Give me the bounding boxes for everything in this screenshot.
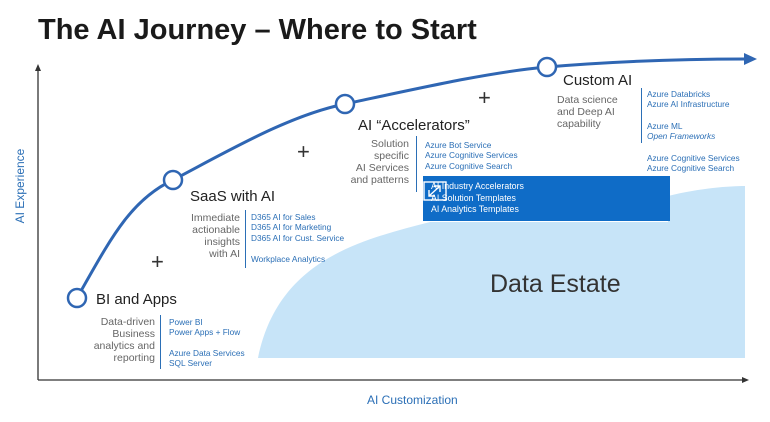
services-accelerators: Azure Bot Service Azure Cognitive Servic… bbox=[425, 140, 518, 171]
stage-title-custom: Custom AI bbox=[563, 72, 633, 89]
services-custom-infra: Azure Databricks Azure AI Infrastructure bbox=[647, 89, 730, 110]
separator-custom bbox=[641, 88, 642, 143]
services-custom-cognitive: Azure Cognitive Services Azure Cognitive… bbox=[647, 153, 740, 174]
stage-desc-accelerators: Solution specific AI Services and patter… bbox=[350, 138, 409, 186]
separator-accelerators bbox=[416, 136, 417, 192]
y-axis-arrowhead bbox=[35, 64, 41, 71]
separator-saas bbox=[245, 210, 246, 268]
plus-sign-3: + bbox=[478, 85, 491, 110]
stage-title-bi: BI and Apps bbox=[96, 291, 177, 308]
expand-icon bbox=[423, 181, 447, 201]
stage-title-saas: SaaS with AI bbox=[190, 188, 276, 205]
stage-marker-custom bbox=[536, 56, 558, 78]
x-axis-label: AI Customization bbox=[367, 393, 458, 407]
stage-marker-accel bbox=[334, 93, 356, 115]
journey-curve-arrowhead bbox=[744, 53, 757, 65]
services-saas-d365: D365 AI for Sales D365 AI for Marketing … bbox=[251, 212, 345, 243]
data-estate-label: Data Estate bbox=[490, 270, 621, 298]
accelerators-box: AI Industry Accelerators AI Solution Tem… bbox=[423, 176, 670, 221]
stage-marker-saas bbox=[162, 169, 184, 191]
services-custom-ml: Azure ML bbox=[647, 121, 683, 131]
services-bi-data: Azure Data Services SQL Server bbox=[169, 348, 245, 369]
stage-marker-bi bbox=[66, 287, 88, 309]
plus-sign-2: + bbox=[297, 139, 310, 164]
x-axis-arrowhead bbox=[742, 377, 749, 383]
separator-bi bbox=[160, 315, 161, 369]
page-title: The AI Journey – Where to Start bbox=[38, 14, 477, 46]
stage-desc-custom: Data science and Deep AI capability bbox=[557, 94, 618, 130]
stage-title-accelerators: AI “Accelerators” bbox=[358, 117, 470, 134]
services-custom-frameworks: Open Frameworks bbox=[647, 131, 716, 141]
plus-sign-1: + bbox=[151, 249, 164, 274]
data-estate-area bbox=[258, 186, 745, 358]
services-bi-apps: Power BI Power Apps + Flow bbox=[169, 317, 241, 338]
stage-desc-saas: Immediate actionable insights with AI bbox=[190, 212, 240, 260]
stage-desc-bi: Data-driven Business analytics and repor… bbox=[93, 316, 155, 364]
y-axis-label: AI Experience bbox=[13, 148, 27, 224]
services-saas-workplace: Workplace Analytics bbox=[251, 254, 326, 264]
